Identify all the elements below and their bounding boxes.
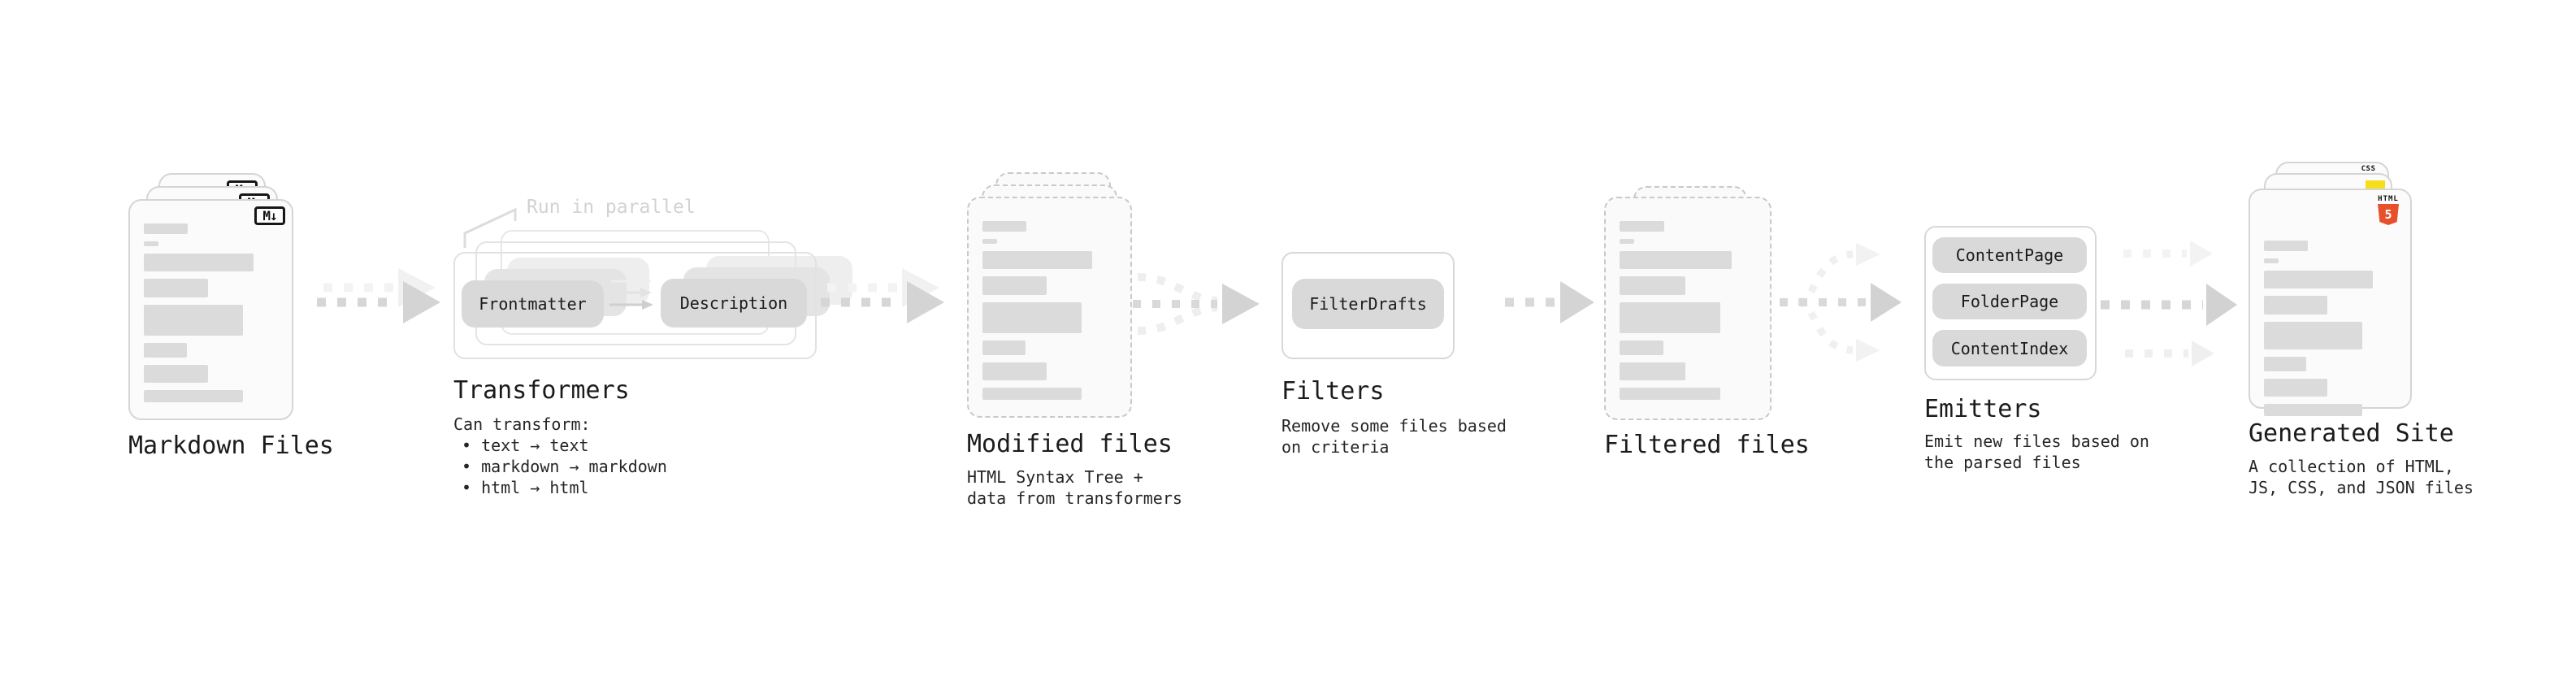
- html5-icon: HTML 5: [2377, 195, 2400, 225]
- emitters-label: Emitters: [1924, 395, 2042, 423]
- flow-arrow-icon: [1505, 281, 1594, 323]
- skeleton-bar: [2264, 404, 2362, 416]
- desc-line: JS, CSS, and JSON files: [2249, 478, 2474, 497]
- emitter-pill-contentindex: ContentIndex: [1932, 330, 2087, 367]
- document-skeleton: [2264, 241, 2396, 416]
- skeleton-bar: [2264, 241, 2308, 251]
- markdown-file-card-front: M↓: [128, 199, 293, 420]
- skeleton-bar: [2264, 322, 2362, 349]
- transformer-pill-description: Description: [661, 279, 807, 327]
- skeleton-bar: [1620, 251, 1732, 269]
- skeleton-bar: [1620, 239, 1635, 244]
- modified-file-card-front: [967, 197, 1132, 418]
- skeleton-bar: [982, 221, 1027, 232]
- skeleton-bar: [982, 302, 1082, 333]
- skeleton-bar: [144, 365, 209, 383]
- modified-files-label: Modified files: [967, 430, 1173, 458]
- skeleton-bar: [1620, 340, 1663, 355]
- document-skeleton: [1620, 221, 1756, 400]
- skeleton-bar: [144, 279, 209, 297]
- skeleton-bar: [982, 239, 998, 244]
- transformers-desc-title: Can transform:: [453, 414, 591, 434]
- skeleton-bar: [982, 276, 1047, 295]
- markdown-files-label: Markdown Files: [128, 432, 334, 460]
- transform-bullet: • markdown → markdown: [462, 457, 667, 476]
- transformers-description: Can transform: • text → text • markdown …: [453, 414, 667, 498]
- fanout-arrow-icon: [1780, 243, 1902, 362]
- run-in-parallel-annotation: Run in parallel: [527, 197, 696, 218]
- desc-line: data from transformers: [967, 488, 1182, 508]
- document-skeleton: [144, 223, 278, 402]
- transformers-frame-front: [453, 252, 817, 359]
- skeleton-bar: [982, 251, 1093, 269]
- skeleton-bar: [2264, 258, 2279, 263]
- transformers-label: Transformers: [453, 376, 630, 405]
- skeleton-bar: [1620, 388, 1721, 400]
- document-skeleton: [982, 221, 1117, 400]
- filtered-files-label: Filtered files: [1604, 431, 1810, 459]
- skeleton-bar: [144, 223, 189, 234]
- transformer-pill-frontmatter: Frontmatter: [462, 280, 604, 327]
- generated-site-description: A collection of HTML, JS, CSS, and JSON …: [2249, 456, 2474, 498]
- desc-line: Remove some files based: [1281, 416, 1507, 436]
- annotation-connector-line: [463, 207, 517, 248]
- markdown-icon: M↓: [254, 206, 285, 225]
- flow-arrow-icon: [317, 268, 440, 323]
- skeleton-bar: [2264, 379, 2328, 397]
- transform-bullet: • text → text: [462, 436, 589, 455]
- filtered-file-card-front: [1604, 197, 1772, 420]
- desc-line: HTML Syntax Tree +: [967, 467, 1143, 487]
- emitter-pill-contentpage: ContentPage: [1932, 237, 2087, 273]
- skeleton-bar: [982, 340, 1026, 355]
- skeleton-bar: [2264, 357, 2307, 371]
- parallel-arrows-icon: [609, 276, 653, 310]
- skeleton-bar: [1620, 302, 1721, 333]
- filters-description: Remove some files based on criteria: [1281, 415, 1507, 458]
- emitter-pill-folderpage: FolderPage: [1932, 284, 2087, 319]
- modified-files-description: HTML Syntax Tree + data from transformer…: [967, 466, 1182, 509]
- skeleton-bar: [144, 390, 244, 402]
- skeleton-bar: [982, 388, 1082, 400]
- transform-bullet: • html → html: [462, 478, 589, 497]
- css-icon-label: CSS: [2361, 165, 2376, 173]
- skeleton-bar: [1620, 221, 1665, 232]
- merge-arrow-icon: [1133, 273, 1260, 335]
- skeleton-bar: [144, 343, 187, 358]
- emitters-description: Emit new files based on the parsed files: [1924, 431, 2149, 473]
- desc-line: Emit new files based on: [1924, 432, 2149, 451]
- skeleton-bar: [2264, 296, 2328, 314]
- filter-pill-filterdrafts: FilterDrafts: [1292, 279, 1444, 329]
- html5-icon-label: HTML: [2378, 195, 2399, 203]
- site-file-card-html: HTML 5: [2249, 189, 2412, 416]
- desc-line: the parsed files: [1924, 453, 2081, 472]
- skeleton-bar: [144, 305, 244, 336]
- skeleton-bar: [982, 362, 1047, 380]
- desc-line: on criteria: [1281, 437, 1390, 457]
- generated-site-label: Generated Site: [2249, 419, 2454, 448]
- desc-line: A collection of HTML,: [2249, 457, 2454, 476]
- emitters-frame: [1924, 226, 2097, 380]
- flow-arrow-icon: [821, 268, 944, 323]
- skeleton-bar: [1620, 362, 1685, 380]
- html5-icon-shield: 5: [2378, 204, 2399, 225]
- filters-frame: [1281, 252, 1455, 359]
- skeleton-bar: [144, 254, 254, 271]
- skeleton-bar: [144, 241, 159, 246]
- triple-arrow-icon: [2101, 241, 2237, 367]
- filters-label: Filters: [1281, 377, 1385, 406]
- skeleton-bar: [1620, 276, 1685, 295]
- skeleton-bar: [2264, 271, 2373, 288]
